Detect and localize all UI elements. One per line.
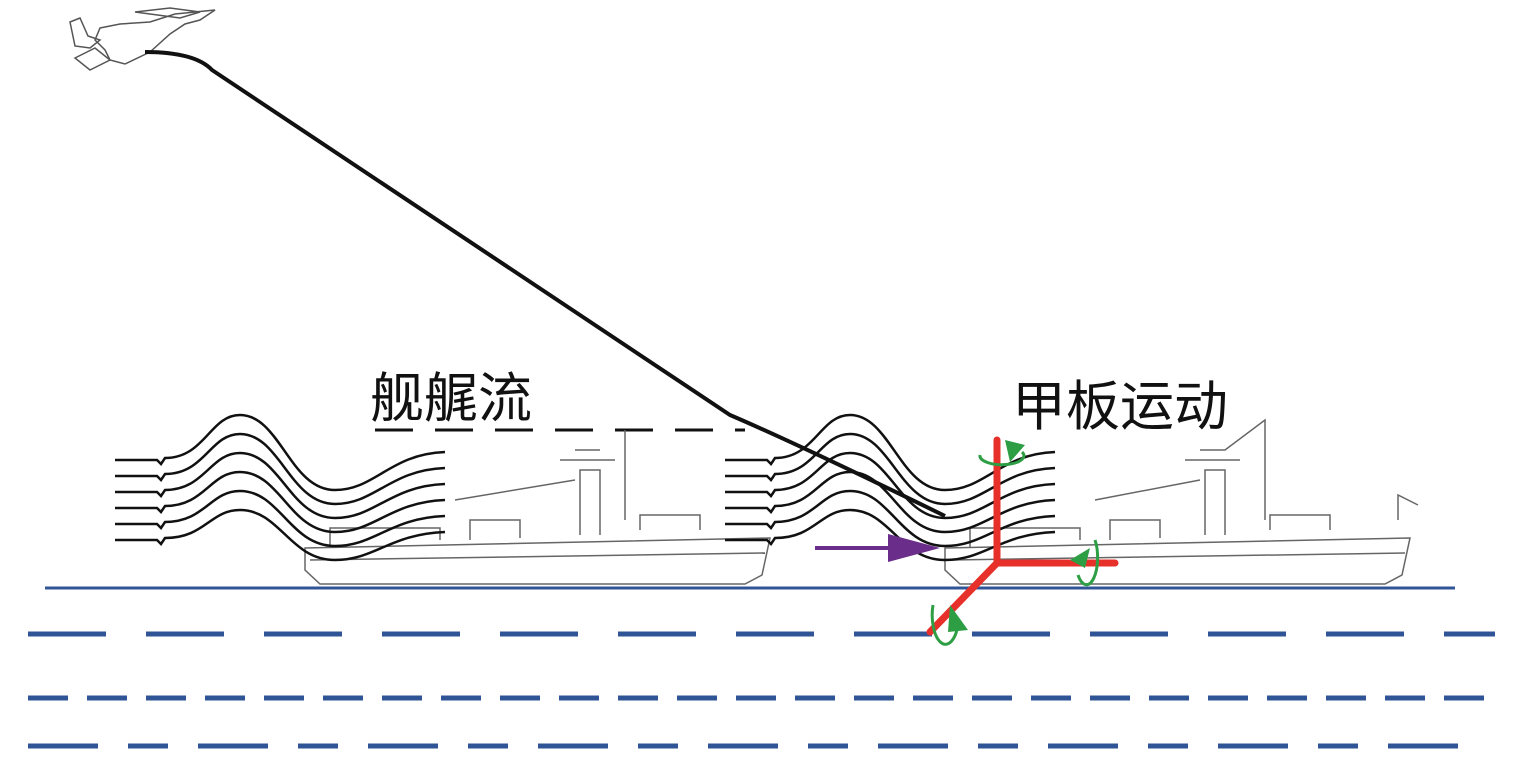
streamline	[725, 432, 1056, 506]
airwake-label: 舰艉流	[370, 367, 532, 430]
streamline	[115, 413, 446, 492]
streamline	[725, 451, 1056, 520]
wind-arrow-icon	[815, 534, 940, 562]
streamline	[725, 470, 1056, 534]
deck-axes-icon	[926, 436, 1119, 636]
rotation-arrows-icon	[930, 440, 1100, 646]
streamline	[725, 413, 1056, 492]
airwake-streamlines-2	[725, 413, 1056, 562]
streamline	[725, 508, 1056, 562]
ship-2	[944, 418, 1419, 585]
streamline	[115, 432, 446, 506]
airwake-streamlines-1	[115, 413, 446, 562]
streamline	[115, 489, 446, 548]
deck-motion-label: 甲板运动	[1012, 375, 1228, 438]
streamline	[115, 508, 446, 562]
ship-1	[304, 430, 771, 585]
streamline	[725, 489, 1056, 548]
streamline	[115, 470, 446, 534]
aircraft-icon	[69, 7, 216, 71]
streamline	[115, 451, 446, 520]
